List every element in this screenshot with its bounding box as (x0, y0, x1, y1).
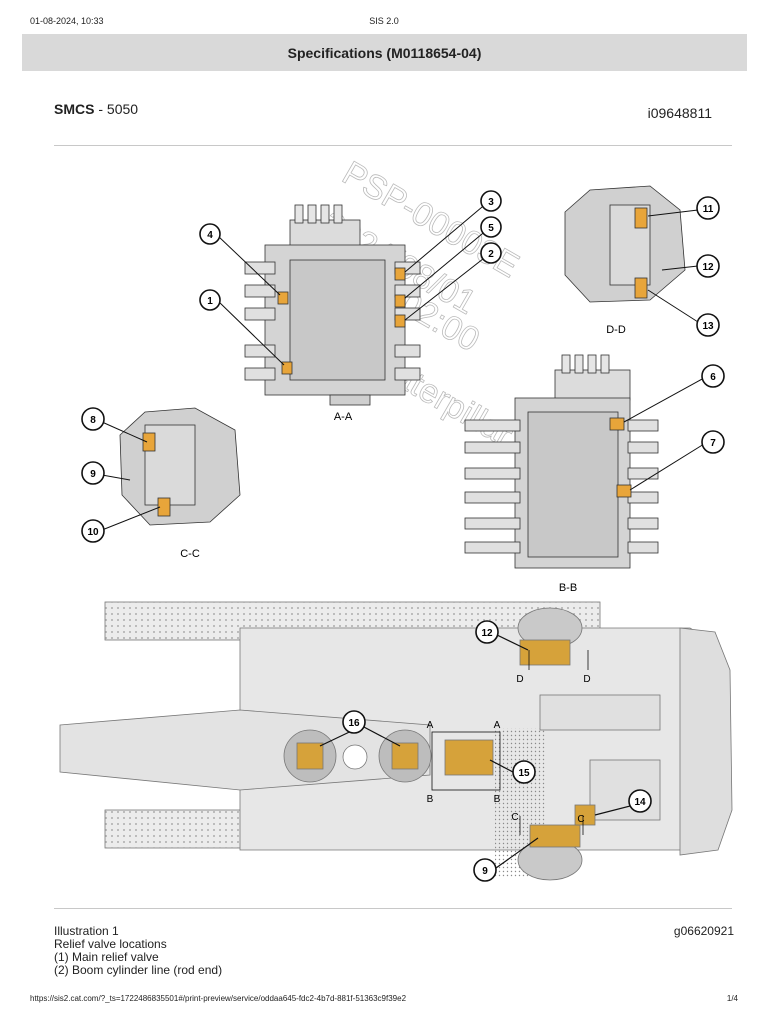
callout-9-machine: 9 (473, 858, 497, 882)
machine-top-view (59, 601, 733, 881)
view-aa-valve (244, 204, 421, 406)
smcs-code: SMCS - 5050 (54, 101, 138, 117)
svg-text:10: 10 (87, 527, 99, 538)
section-b-right: B (494, 794, 501, 805)
document-id: i09648811 (647, 105, 712, 121)
callout-6: 6 (701, 364, 725, 388)
section-a-left: A (427, 720, 434, 731)
view-cc-travel-motor (119, 407, 241, 526)
illustration-figure: PSP-00003E 2024/08/01 +02:00 Caterpillar… (50, 150, 740, 900)
print-timestamp: 01-08-2024, 10:33 (30, 16, 104, 26)
callout-9-cc: 9 (81, 461, 105, 485)
callout-15: 15 (512, 760, 536, 784)
svg-text:8: 8 (90, 415, 96, 426)
svg-text:6: 6 (710, 372, 716, 383)
callout-4: 4 (199, 223, 221, 245)
callout-1: 1 (199, 289, 221, 311)
app-name: SIS 2.0 (369, 16, 399, 26)
view-label-cc: C-C (180, 548, 200, 560)
svg-text:9: 9 (482, 866, 488, 877)
section-c-right: C (577, 814, 584, 825)
svg-text:16: 16 (348, 718, 360, 729)
svg-text:15: 15 (518, 768, 530, 779)
divider-top (54, 145, 732, 146)
section-d-left: D (516, 674, 523, 685)
svg-text:3: 3 (488, 197, 494, 208)
caption-item: (2) Boom cylinder line (rod end) (54, 963, 223, 977)
callout-5: 5 (480, 216, 502, 238)
callout-8: 8 (81, 407, 105, 431)
page-number: 1/4 (726, 994, 738, 1003)
view-dd-swing-motor (564, 185, 686, 303)
figure-caption: Illustration 1 g06620921 Relief valve lo… (54, 925, 734, 977)
illustration-number: Illustration 1 (54, 924, 119, 938)
callout-12-machine: 12 (475, 620, 499, 644)
view-bb-valve (464, 354, 659, 569)
callout-11: 11 (696, 196, 720, 220)
section-d-right: D (583, 674, 590, 685)
divider-bottom (54, 908, 732, 909)
svg-text:12: 12 (702, 262, 714, 273)
svg-text:14: 14 (634, 797, 646, 808)
callout-13: 13 (696, 313, 720, 337)
section-b-left: B (427, 794, 434, 805)
svg-text:13: 13 (702, 321, 714, 332)
section-a-right: A (494, 720, 501, 731)
graphic-id: g06620921 (673, 924, 734, 938)
caption-heading: Relief valve locations (54, 937, 167, 951)
svg-text:11: 11 (703, 204, 714, 215)
callout-7: 7 (701, 430, 725, 454)
svg-text:2: 2 (488, 249, 494, 260)
callout-3: 3 (480, 190, 502, 212)
callout-14: 14 (628, 789, 652, 813)
smcs-label: SMCS (54, 101, 95, 117)
view-label-dd: D-D (606, 324, 626, 336)
svg-text:12: 12 (481, 628, 493, 639)
view-label-bb: B-B (559, 582, 577, 594)
callout-10: 10 (81, 519, 105, 543)
callout-12-dd: 12 (696, 254, 720, 278)
view-label-aa: A-A (334, 411, 353, 423)
svg-text:1: 1 (207, 296, 213, 307)
svg-text:9: 9 (90, 469, 96, 480)
callout-2: 2 (480, 242, 502, 264)
page-url: https://sis2.cat.com/?_ts=1722486835501#… (30, 994, 407, 1003)
svg-text:5: 5 (488, 223, 494, 234)
svg-text:4: 4 (207, 230, 213, 241)
smcs-separator: - (94, 101, 107, 117)
print-header: 01-08-2024, 10:33 SIS 2.0 (30, 16, 738, 30)
page-title: Specifications (M0118654-04) (22, 34, 747, 71)
print-footer: https://sis2.cat.com/?_ts=1722486835501#… (30, 994, 738, 1003)
relief-valve-diagram: PSP-00003E 2024/08/01 +02:00 Caterpillar… (59, 154, 733, 882)
svg-text:7: 7 (710, 438, 716, 449)
callout-16: 16 (342, 710, 366, 734)
section-c-left: C (511, 812, 518, 823)
smcs-value: 5050 (106, 101, 139, 117)
caption-item: (1) Main relief valve (54, 950, 159, 964)
